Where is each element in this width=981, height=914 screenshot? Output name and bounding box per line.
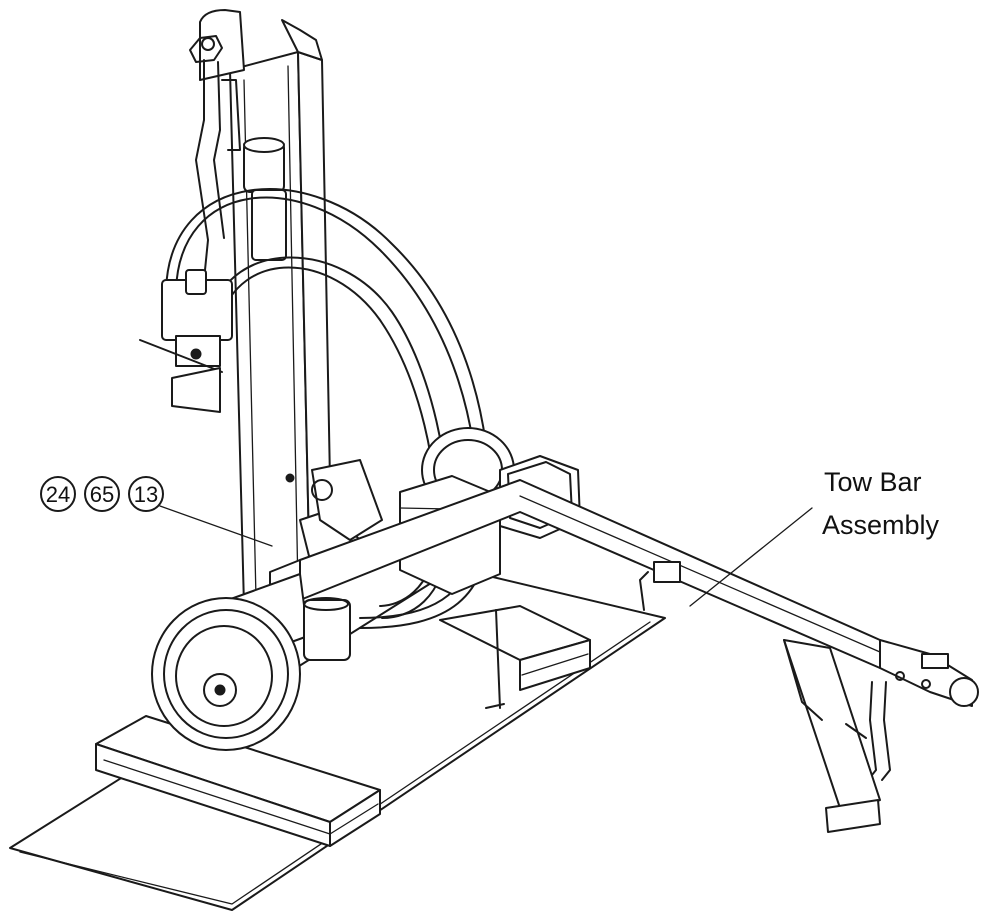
jack-stand — [783, 639, 881, 833]
tow-bar-leader-line — [689, 507, 813, 607]
control-valve — [139, 269, 233, 413]
part-callout-group: 24 65 13 — [40, 476, 273, 547]
skid-platform — [9, 567, 666, 911]
part-callout-24: 24 — [40, 476, 76, 512]
tow-bar-label-line1: Tow Bar — [824, 467, 922, 497]
tow-bar-label-line2: Assembly — [822, 510, 940, 540]
part-number-13: 13 — [134, 482, 158, 507]
part-callout-13: 13 — [128, 476, 164, 512]
tow-bar-callout: Tow Bar Assembly — [689, 467, 940, 607]
wheel — [151, 597, 301, 751]
hitch-coupler — [867, 639, 979, 781]
part-number-24: 24 — [46, 482, 70, 507]
front-step-block — [95, 715, 381, 847]
rear-step-block — [439, 605, 591, 691]
part-leader-line — [159, 505, 273, 547]
part-number-65: 65 — [90, 482, 114, 507]
part-callout-65: 65 — [84, 476, 120, 512]
